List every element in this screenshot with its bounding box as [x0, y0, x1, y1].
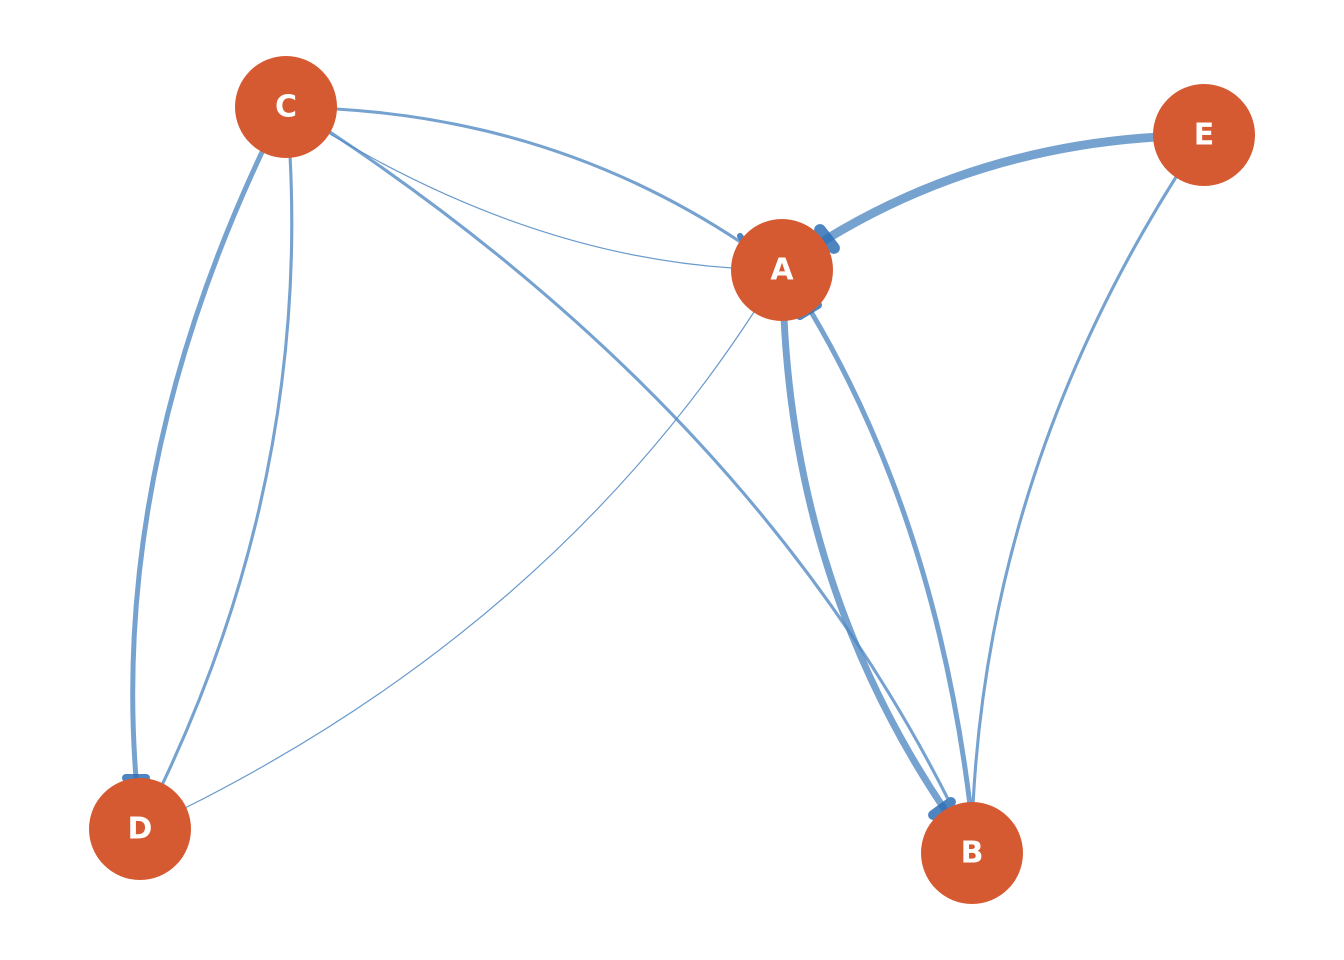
- edge-b-to-a: [807, 307, 973, 808]
- node-c[interactable]: C: [235, 56, 337, 158]
- node-e[interactable]: E: [1153, 84, 1255, 186]
- node-d-label: D: [128, 812, 153, 847]
- node-b[interactable]: B: [921, 802, 1023, 904]
- edges-layer: [122, 107, 1178, 820]
- node-e-circle: [1153, 84, 1255, 186]
- edge-c-to-a: [334, 107, 744, 245]
- node-c-label: C: [275, 90, 297, 125]
- node-e-label: E: [1194, 118, 1215, 153]
- node-a[interactable]: A: [731, 219, 833, 321]
- node-b-label: B: [961, 836, 984, 871]
- arrowhead-a-to-b: [928, 797, 956, 820]
- arrowhead-e-to-a: [814, 224, 840, 254]
- node-a-label: A: [770, 253, 794, 288]
- node-c-circle: [235, 56, 337, 158]
- edge-c-to-d: [130, 147, 266, 781]
- edge-c-to-b: [328, 130, 952, 805]
- node-b-circle: [921, 802, 1023, 904]
- node-d[interactable]: D: [89, 778, 191, 880]
- edge-a-to-b: [780, 314, 949, 814]
- node-a-circle: [731, 219, 833, 321]
- edge-a-to-c: [329, 133, 733, 269]
- edge-e-to-b: [971, 175, 1178, 807]
- edge-a-to-d: [184, 311, 755, 809]
- node-d-circle: [89, 778, 191, 880]
- nodes-layer: A B C D E: [89, 56, 1255, 904]
- edge-e-to-a: [820, 132, 1163, 245]
- edge-d-to-c: [160, 153, 294, 787]
